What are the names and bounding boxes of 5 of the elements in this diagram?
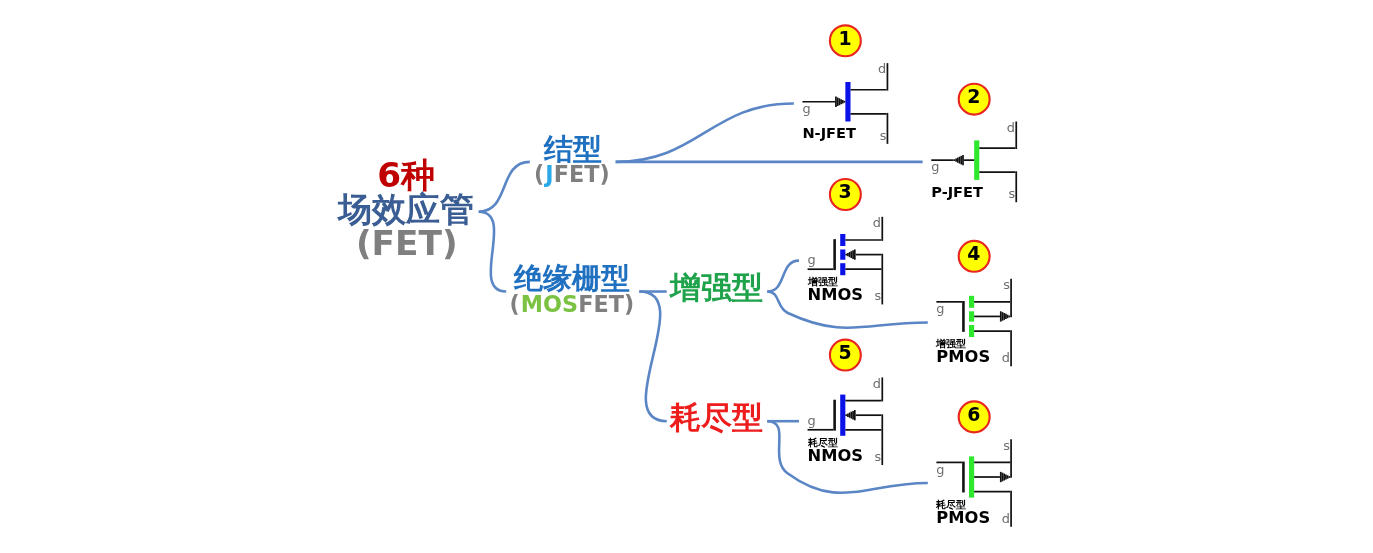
node-text: 增强型 [670,269,764,306]
node-text: 耗尽型 [670,398,764,435]
node-text: 6种 场效应管 (FET) [337,154,474,264]
node-text: 绝缘栅型 (MOSFET) [509,261,635,317]
node-text: 结型 (JFET) [534,131,610,188]
